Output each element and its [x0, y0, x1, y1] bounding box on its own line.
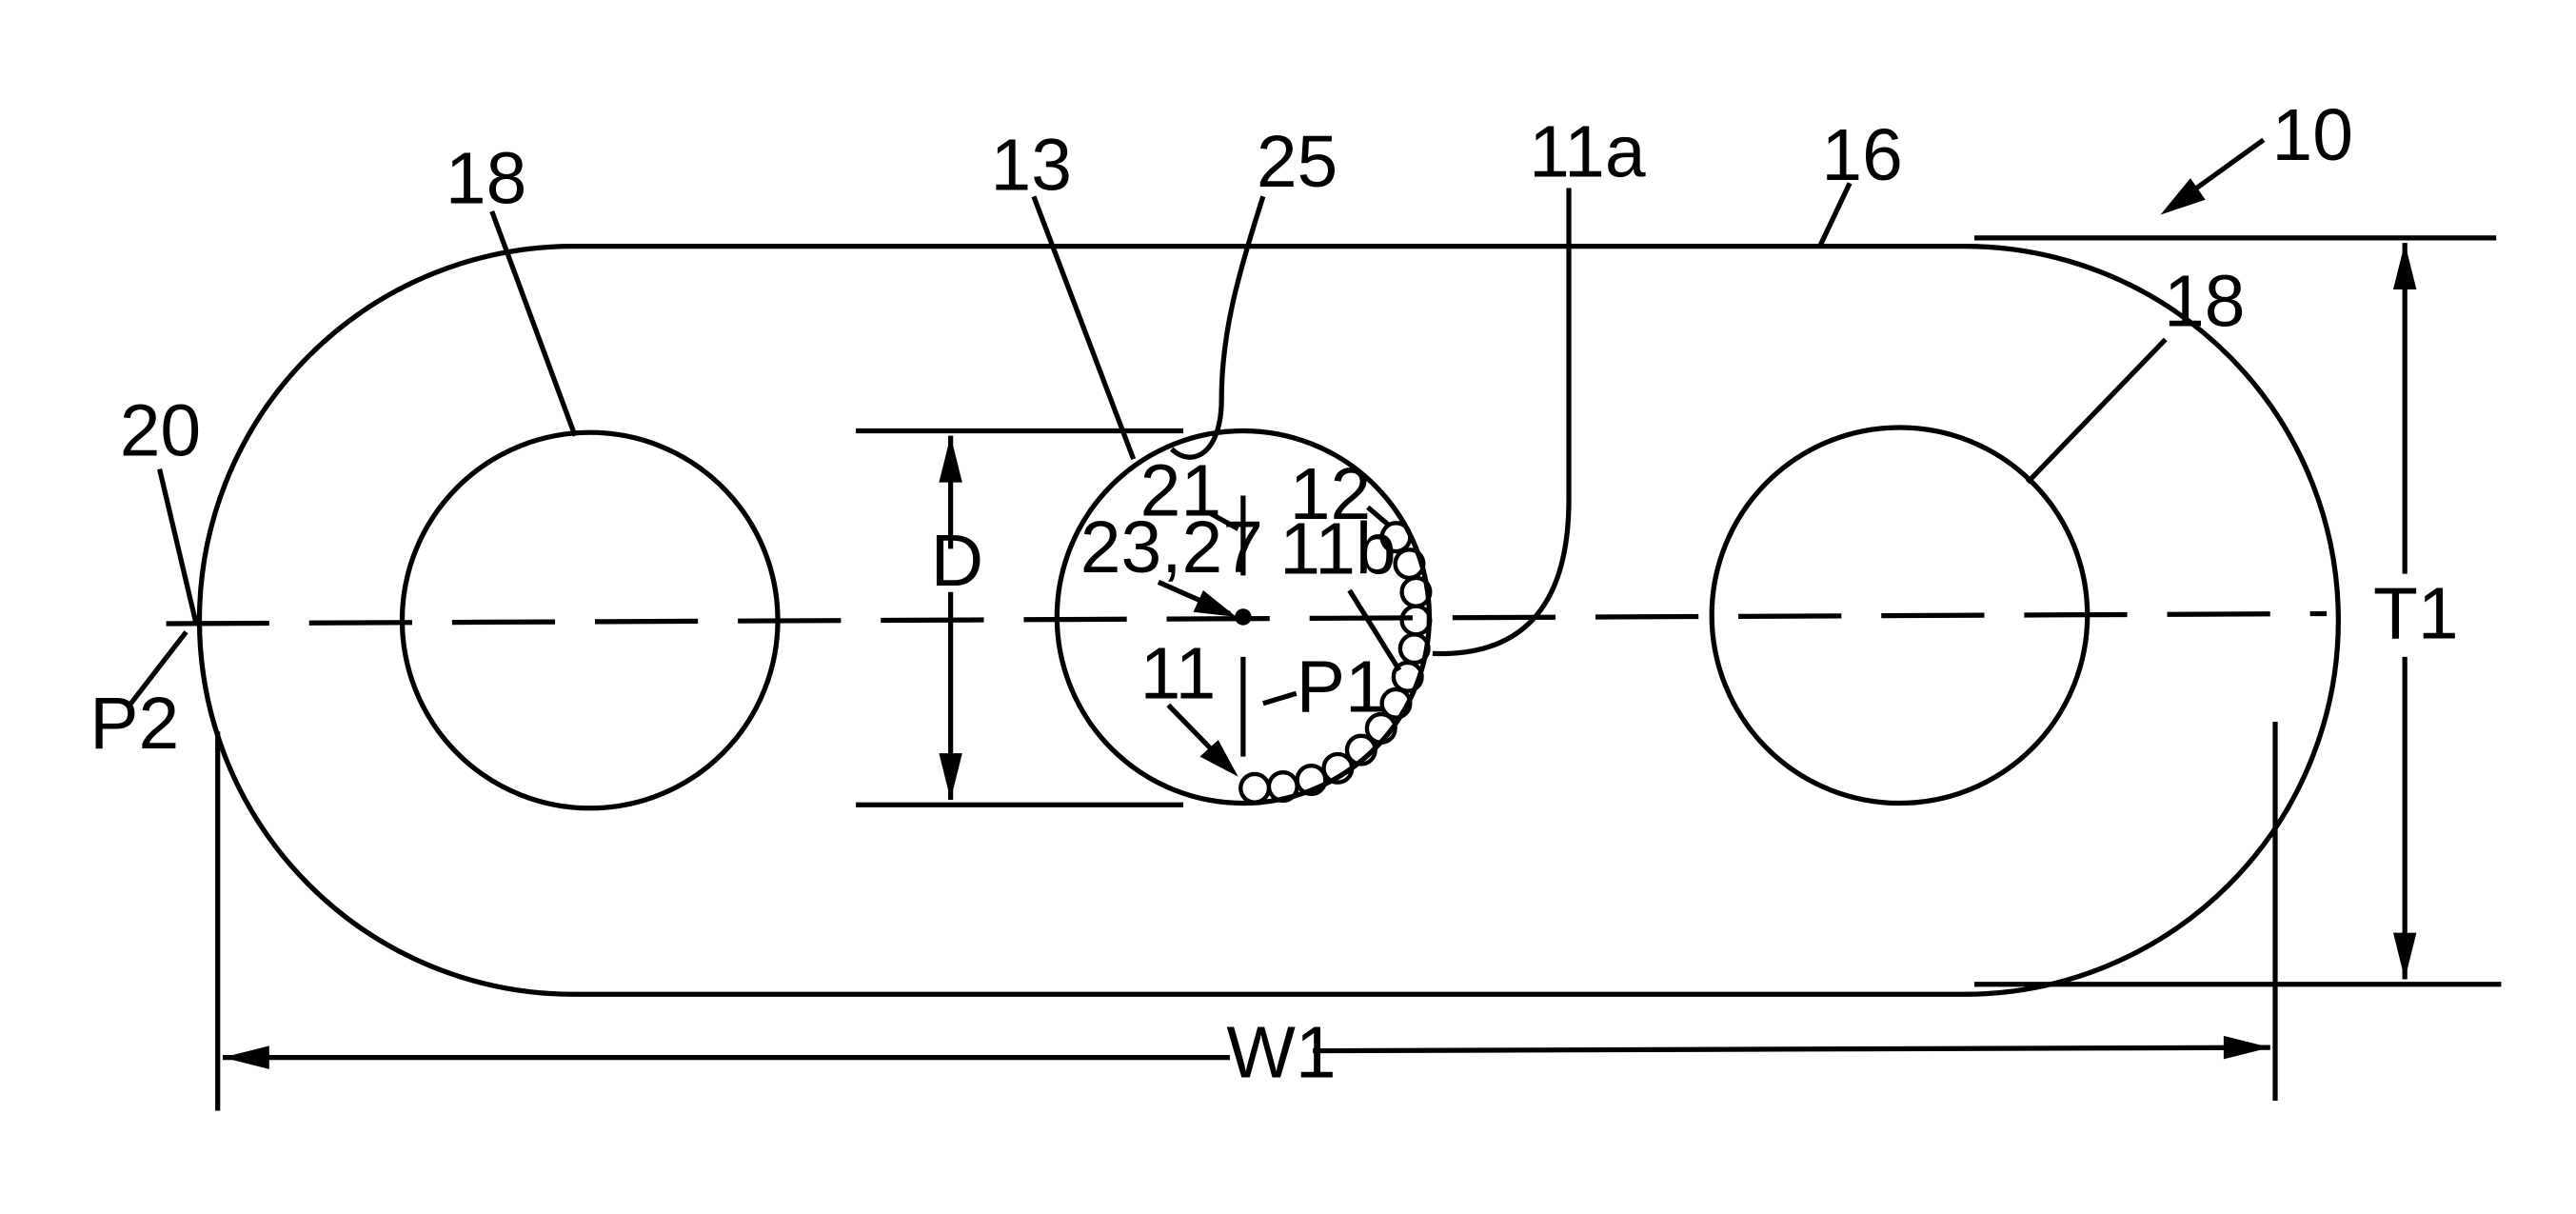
label-11: 11	[1140, 633, 1217, 715]
label-10: 10	[2272, 94, 2353, 176]
label-18-left: 18	[446, 137, 526, 219]
label-23-27: 23,27	[1080, 507, 1263, 588]
label-dim-t1: T1	[2373, 573, 2459, 655]
label-p2: P2	[89, 683, 179, 765]
label-dim-d: D	[931, 520, 983, 602]
label-dim-w1: W1	[1226, 1012, 1336, 1094]
label-25: 25	[1257, 121, 1338, 203]
label-p1: P1	[1297, 646, 1386, 727]
label-18-right: 18	[2164, 260, 2245, 342]
label-16: 16	[1821, 114, 1902, 196]
label-13: 13	[991, 124, 1072, 206]
label-11b: 11b	[1279, 508, 1396, 590]
label-20: 20	[120, 390, 201, 472]
label-11a: 11a	[1529, 110, 1646, 192]
